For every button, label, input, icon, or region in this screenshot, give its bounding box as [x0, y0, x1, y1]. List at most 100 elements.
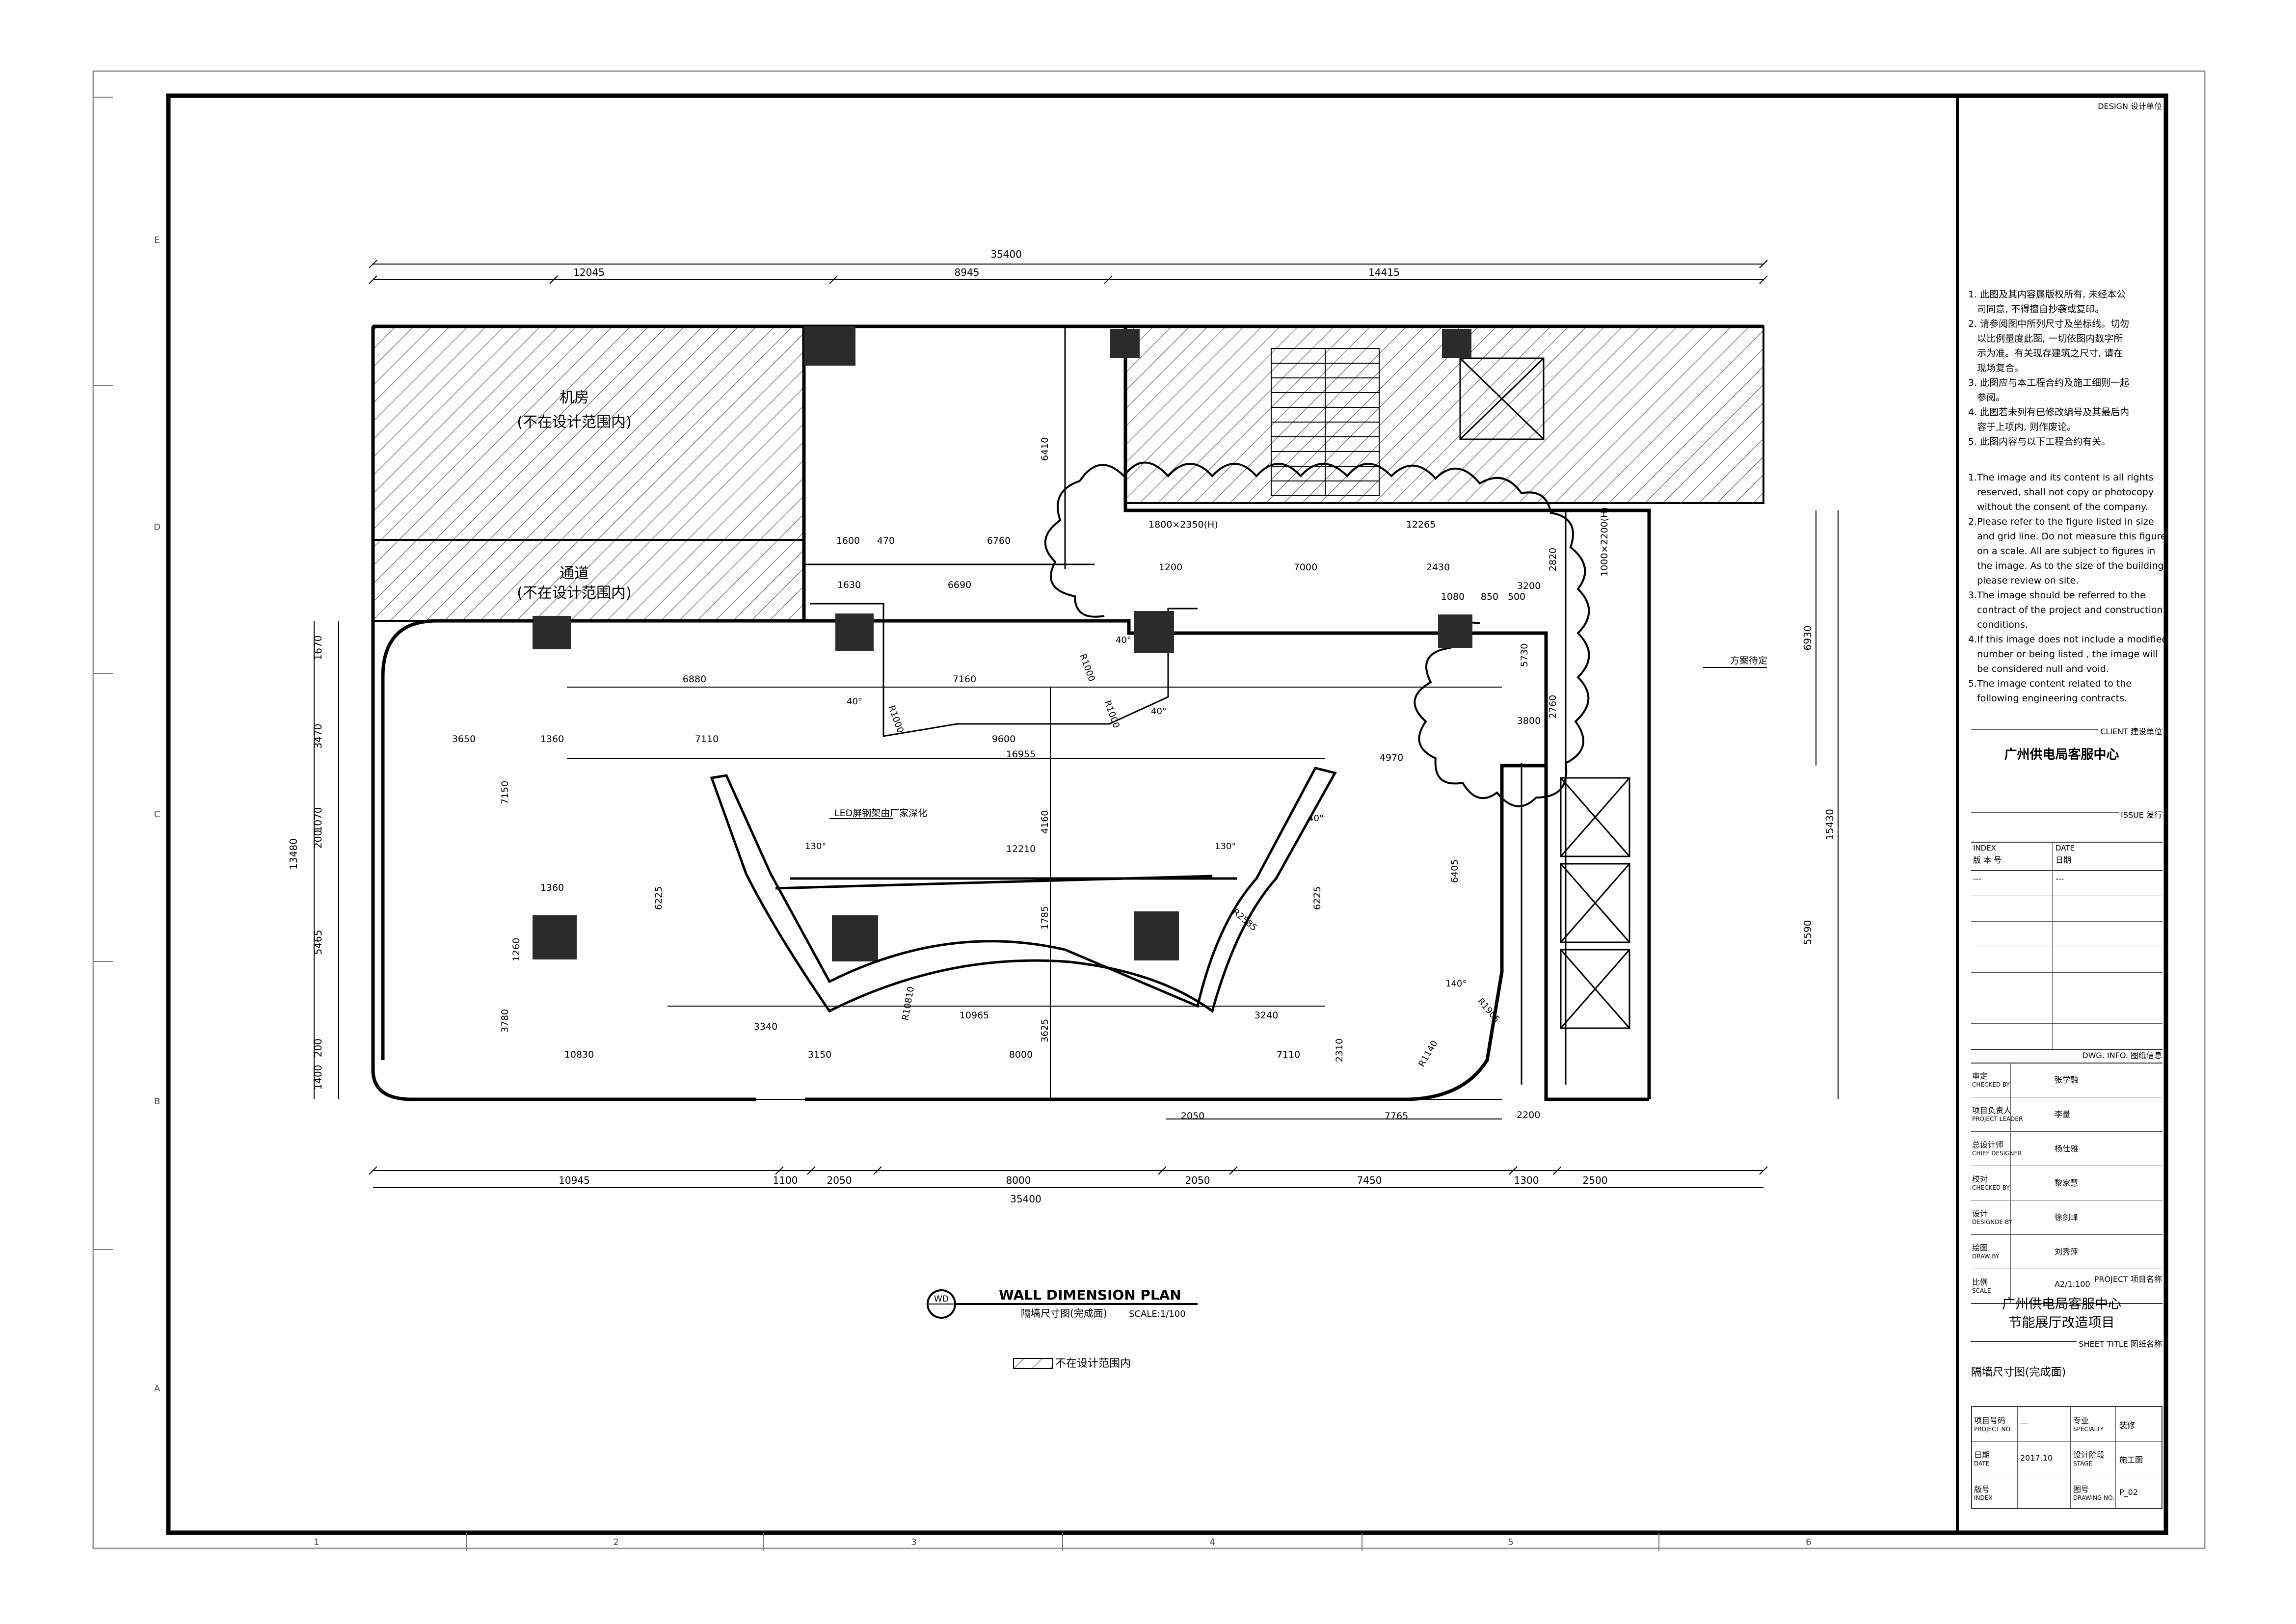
door-size-1: 1800×2350(H)	[1148, 519, 1218, 530]
dim-right-2: 15430	[1824, 809, 1836, 840]
drawing-title: WALL DIMENSION PLAN	[999, 1287, 1181, 1303]
grid-col-6: 6	[1806, 1537, 1811, 1547]
dim-bottom-4: 8000	[1006, 1174, 1031, 1186]
svg-text:140°: 140°	[1445, 979, 1467, 989]
issue-label: ISSUE 发行	[2119, 808, 2162, 820]
column	[835, 613, 874, 651]
svg-text:3625: 3625	[1040, 1019, 1050, 1042]
drawing-marker	[927, 1289, 956, 1319]
project-name-1: 广州供电局客服中心	[2002, 1297, 2121, 1312]
dwg-info-label: DWG. INFO. 图纸信息	[2082, 1051, 2162, 1060]
svg-text:WD: WD	[934, 1294, 949, 1304]
svg-text:500: 500	[1508, 591, 1525, 602]
person-name: 徐剑峰	[2055, 1213, 2079, 1222]
dim-top-1: 12045	[573, 266, 605, 278]
dim-right-3: 5590	[1802, 920, 1814, 945]
client-name: 广州供电局客服中心	[2004, 747, 2119, 762]
dim-bottom-2: 1100	[773, 1174, 798, 1186]
column	[1442, 329, 1471, 358]
index-value: ---	[1973, 874, 1982, 883]
dim-bottom-5: 2050	[1185, 1174, 1210, 1186]
dim-left-overall: 13480	[288, 838, 299, 870]
issue-table: INDEX 版 本 号 DATE 日期 --- ---	[1971, 842, 2163, 1097]
svg-text:1360: 1360	[540, 734, 564, 745]
svg-text:9600: 9600	[992, 734, 1015, 745]
column	[533, 915, 577, 959]
columns	[533, 326, 1472, 961]
design-label: DESIGN 设计单位	[2098, 102, 2162, 111]
svg-text:1785: 1785	[1040, 906, 1050, 930]
date-value-2: 2017.10	[2020, 1453, 2053, 1463]
svg-text:3800: 3800	[1517, 716, 1541, 726]
dim-top-3: 14415	[1368, 266, 1400, 278]
hatched-zones	[372, 325, 1764, 622]
svg-text:7110: 7110	[695, 734, 719, 745]
angle-labels: 130° 130° 40° 40° 40° 40° 140°	[805, 635, 1467, 989]
person-name: 杨仕雅	[2055, 1144, 2079, 1153]
svg-text:8000: 8000	[1009, 1049, 1033, 1060]
stair	[1271, 348, 1380, 496]
svg-text:40°: 40°	[1308, 813, 1324, 824]
svg-text:3340: 3340	[754, 1021, 777, 1032]
dim-left-3: 1070	[312, 807, 324, 832]
svg-text:130°: 130°	[1215, 841, 1236, 852]
specialty-value: 装修	[2119, 1421, 2136, 1430]
cloud-outline	[1044, 461, 1590, 807]
dim-right-1: 6930	[1802, 626, 1814, 651]
elevator-shafts	[1459, 357, 1630, 1029]
svg-text:1080: 1080	[1441, 591, 1465, 602]
outer-sheet-border	[92, 70, 2206, 1549]
svg-text:6690: 6690	[948, 580, 971, 590]
svg-text:1600: 1600	[836, 535, 860, 546]
svg-text:7000: 7000	[1294, 562, 1317, 573]
svg-text:1630: 1630	[837, 580, 861, 590]
person-name: 李量	[2055, 1110, 2071, 1119]
title-block: DESIGN 设计单位 1. 此图及其内容属版权所有, 未经本公 司同意, 不得…	[1957, 96, 2168, 1533]
corridor-label: 通道	[560, 565, 589, 582]
dim-overall-bottom: 35400	[1010, 1193, 1041, 1205]
svg-text:2310: 2310	[1334, 1038, 1345, 1062]
dim-bottom-1: 10945	[559, 1174, 590, 1186]
drawing-scale: SCALE:1/100	[1129, 1309, 1186, 1319]
date-value: ---	[2056, 874, 2064, 883]
svg-text:1200: 1200	[1159, 562, 1182, 573]
svg-text:10830: 10830	[564, 1049, 594, 1060]
dim-bottom-6: 7450	[1357, 1174, 1382, 1186]
dim-bottom-7: 1300	[1514, 1174, 1539, 1186]
svg-text:4970: 4970	[1380, 752, 1403, 763]
svg-text:470: 470	[877, 535, 895, 546]
svg-text:R10810: R10810	[900, 986, 916, 1021]
dim-left-5: 5465	[312, 930, 324, 955]
corridor-note: (不在设计范围内)	[517, 585, 631, 602]
legend-text: 不在设计范围内	[1055, 1358, 1131, 1370]
drawing-no-value: P_02	[2119, 1488, 2138, 1497]
date-cn: 日期	[2056, 855, 2072, 865]
person-name: 张学融	[2055, 1075, 2079, 1085]
grid-col-1: 1	[314, 1537, 319, 1547]
svg-text:40°: 40°	[1116, 635, 1131, 645]
svg-text:3780: 3780	[500, 1009, 510, 1033]
svg-text:1360: 1360	[540, 882, 564, 893]
grid-labels: E D C B A 1 2 3 4 5 6	[154, 235, 1812, 1547]
svg-text:2050: 2050	[1181, 1111, 1204, 1121]
walls	[371, 324, 1763, 1101]
dim-left-7: 1400	[312, 1065, 324, 1090]
project-name-2: 节能展厅改造项目	[2008, 1315, 2115, 1331]
column	[533, 616, 571, 649]
project-label: PROJECT 项目名称	[2094, 1275, 2162, 1284]
svg-text:3240: 3240	[1255, 1010, 1278, 1021]
svg-text:4160: 4160	[1040, 810, 1050, 834]
machine-room-hatch	[372, 325, 805, 541]
led-screen-note: LED屏钢架由厂家深化	[834, 808, 927, 819]
column	[804, 326, 855, 366]
svg-text:R1000: R1000	[1077, 653, 1097, 683]
grid-col-3: 3	[911, 1537, 916, 1547]
people-table: 审定 CHECKED BY 张学融 项目负责人 PROJECT LEADER 李…	[1971, 1063, 2163, 1308]
project-no-value: ---	[2020, 1419, 2029, 1428]
dimension-ticks	[369, 260, 1768, 1175]
svg-text:6760: 6760	[987, 535, 1011, 546]
svg-text:6225: 6225	[653, 886, 664, 910]
grid-col-5: 5	[1508, 1537, 1513, 1547]
machine-room-note: (不在设计范围内)	[517, 414, 631, 431]
